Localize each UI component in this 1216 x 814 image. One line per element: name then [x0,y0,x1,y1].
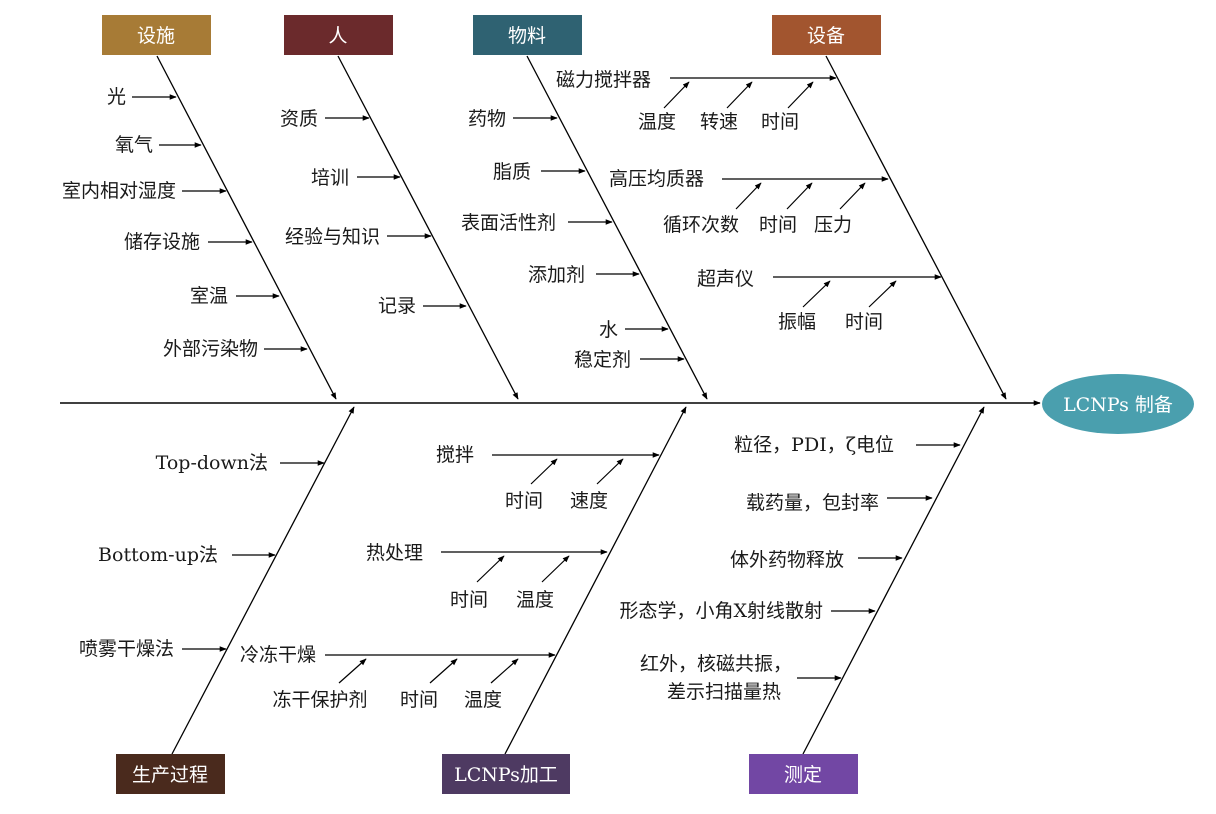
equipment-ultrasound-sub: 时间 [845,311,883,333]
processing-freeze-sub-arrow [338,658,367,684]
facility-cause: 氧气 [115,134,153,156]
material-cause: 表面活性剂 [461,212,556,234]
measurement-cause: 粒径，PDI，ζ电位 [734,434,894,456]
category-facility-label: 设施 [137,25,175,47]
processing-freeze-sub-arrow [490,658,519,684]
processing-freeze-sub: 温度 [464,689,502,711]
equipment-homogenizer-sub: 时间 [759,214,797,236]
equipment-ultrasound-label: 超声仪 [697,268,754,290]
facility-cause: 室内相对湿度 [62,180,176,202]
measurement-cause: 形态学，小角X射线散射 [619,600,823,622]
processing-freeze-sub: 时间 [400,689,438,711]
material-cause: 水 [599,319,618,341]
equipment-stirrer-sub-arrow [726,81,753,109]
facility-cause: 储存设施 [124,231,200,253]
category-equipment-label: 设备 [807,25,845,47]
category-measurement: 测定 [749,754,858,794]
equipment-stirrer-sub-arrow [663,81,690,109]
category-equipment: 设备 [772,15,881,55]
processing-heat-sub-arrow [476,555,505,583]
production-cause: 喷雾干燥法 [79,638,174,660]
equipment-ultrasound-sub: 振幅 [778,311,816,333]
processing-stirring-sub: 速度 [570,490,608,512]
rib-processing [504,406,687,755]
category-processing-label: LCNPs加工 [454,764,558,786]
category-people: 人 [284,15,393,55]
equipment-stirrer-label: 磁力搅拌器 [556,69,651,91]
category-production-label: 生产过程 [132,764,208,786]
production-cause: Bottom-up法 [98,544,218,566]
category-production: 生产过程 [116,754,225,794]
equipment-stirrer-sub-arrow [787,81,814,109]
head-label: LCNPs 制备 [1063,394,1173,416]
processing-heat-sub-arrow [541,555,570,583]
processing-stirring-sub-arrow [596,458,624,485]
rib-people [337,55,519,400]
measurement-cause: 载药量，包封率 [746,492,879,514]
material-cause: 稳定剂 [574,349,631,371]
equipment-stirrer-sub: 转速 [700,111,738,133]
people-cause: 资质 [280,108,318,130]
category-measurement-label: 测定 [784,764,822,786]
facility-cause: 光 [107,86,126,108]
equipment-homogenizer-sub-arrow [786,182,813,210]
processing-freeze-sub: 冻干保护剂 [272,689,367,711]
rib-equipment [825,55,1007,400]
processing-heat-label: 热处理 [366,542,423,564]
rib-measurement [802,406,985,755]
processing-heat-sub: 温度 [516,589,554,611]
processing-stirring-sub: 时间 [505,490,543,512]
category-material: 物料 [473,15,582,55]
equipment-homogenizer-sub: 循环次数 [663,214,739,236]
measurement-cause: 差示扫描量热 [667,681,781,703]
equipment-homogenizer-sub-arrow [839,182,866,210]
equipment-homogenizer-sub: 压力 [814,214,852,236]
category-processing: LCNPs加工 [442,754,570,794]
equipment-ultrasound-sub-arrow [802,280,831,308]
rib-facility [156,55,337,400]
equipment-stirrer-sub: 温度 [638,111,676,133]
category-material-label: 物料 [508,25,546,47]
rib-material [526,55,708,400]
head-ellipse [1042,374,1194,434]
people-cause: 经验与知识 [285,226,380,248]
processing-stirring-sub-arrow [530,458,558,485]
equipment-ultrasound-sub-arrow [868,280,897,308]
category-people-label: 人 [328,25,347,47]
equipment-homogenizer-sub-arrow [735,182,762,210]
people-cause: 记录 [378,295,416,317]
material-cause: 添加剂 [528,264,585,286]
equipment-homogenizer-label: 高压均质器 [609,168,704,190]
facility-cause: 室温 [190,285,228,307]
people-cause: 培训 [311,167,349,189]
production-cause: Top-down法 [156,452,268,474]
processing-heat-sub: 时间 [450,589,488,611]
measurement-cause: 红外，核磁共振， [640,653,792,675]
processing-freeze-sub-arrow [429,658,458,684]
measurement-cause: 体外药物释放 [730,549,844,571]
material-cause: 脂质 [493,161,531,183]
processing-stirring-label: 搅拌 [436,444,474,466]
equipment-stirrer-sub: 时间 [761,111,799,133]
processing-freeze-label: 冷冻干燥 [240,644,316,666]
material-cause: 药物 [468,108,506,130]
category-facility: 设施 [102,15,211,55]
facility-cause: 外部污染物 [163,338,258,360]
